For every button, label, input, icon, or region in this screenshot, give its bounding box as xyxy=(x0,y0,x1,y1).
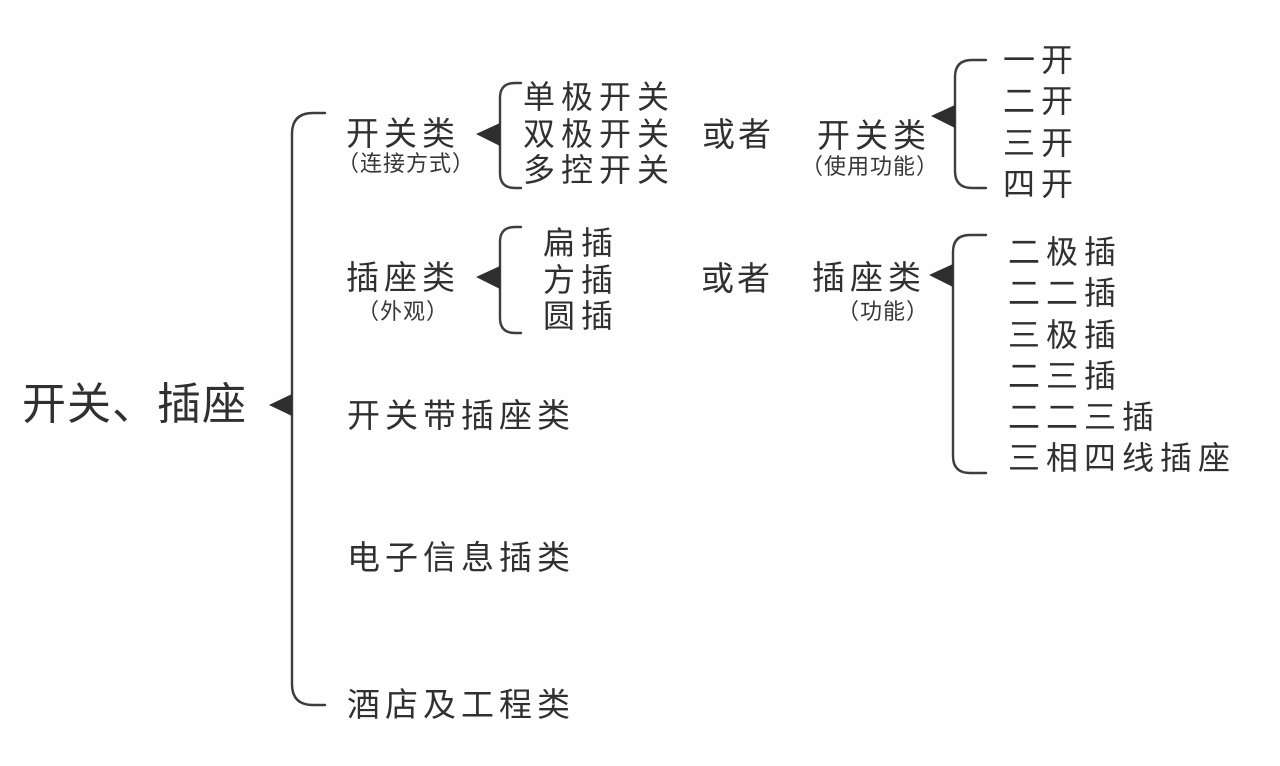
socket-function-label: 插座类 xyxy=(812,259,926,296)
leaf-item: 三极插 xyxy=(1008,316,1123,353)
leaf-item: 圆插 xyxy=(543,298,620,335)
switch-with-socket-label: 开关带插座类 xyxy=(347,397,575,434)
leaf-item: 三开 xyxy=(1003,124,1080,161)
socket-appearance-brace xyxy=(498,225,523,335)
leaf-item: 三相四线插座 xyxy=(1008,440,1237,477)
socket-appearance-sublabel: （外观） xyxy=(357,299,450,324)
leaf-item: 单极开关 xyxy=(523,79,676,115)
main-brace xyxy=(290,111,327,707)
switch-function-items: 一开 二开 三开 四开 xyxy=(1003,40,1079,205)
root-node-label: 开关、插座 xyxy=(22,380,247,429)
leaf-item: 二二插 xyxy=(1008,275,1123,312)
socket-appearance-arrow-left-icon xyxy=(476,266,500,289)
leaf-item: 一开 xyxy=(1003,42,1080,78)
socket-appearance-label: 插座类 xyxy=(346,259,460,296)
switch-connection-items: 单极开关 双极开关 多控开关 xyxy=(523,79,675,189)
switch-connection-sublabel: （连接方式） xyxy=(337,151,476,176)
switch-function-sublabel: （使用功能） xyxy=(801,154,940,179)
switch-function-brace xyxy=(953,58,988,190)
switch-connection-label: 开关类 xyxy=(346,115,460,152)
switch-connection-arrow-left-icon xyxy=(476,123,500,146)
leaf-item: 二三插 xyxy=(1008,357,1123,394)
leaf-item: 四开 xyxy=(1003,165,1080,202)
leaf-item: 方插 xyxy=(543,261,620,298)
socket-function-items: 二极插 二二插 三极插 二三插 二二三插 三相四线插座 xyxy=(1008,232,1236,480)
switch-connection-brace xyxy=(498,81,523,190)
socket-function-sublabel: （功能） xyxy=(837,299,930,324)
leaf-item: 扁插 xyxy=(543,225,620,261)
or-label-middle: 或者 xyxy=(701,260,773,297)
leaf-item: 二开 xyxy=(1003,83,1080,120)
socket-function-brace xyxy=(951,233,988,475)
leaf-item: 二二三插 xyxy=(1008,399,1161,436)
hotel-engineering-label: 酒店及工程类 xyxy=(347,686,575,723)
socket-appearance-items: 扁插 方插 圆插 xyxy=(543,225,619,335)
root-arrow-left-icon xyxy=(269,394,292,416)
leaf-item: 二极插 xyxy=(1008,234,1123,270)
switch-function-label: 开关类 xyxy=(817,117,931,154)
socket-function-arrow-left-icon xyxy=(929,264,953,287)
or-label-top: 或者 xyxy=(702,116,774,153)
leaf-item: 双极开关 xyxy=(523,115,676,152)
electronic-info-label: 电子信息插类 xyxy=(347,539,575,576)
leaf-item: 多控开关 xyxy=(523,152,676,189)
switch-function-arrow-left-icon xyxy=(931,105,955,128)
